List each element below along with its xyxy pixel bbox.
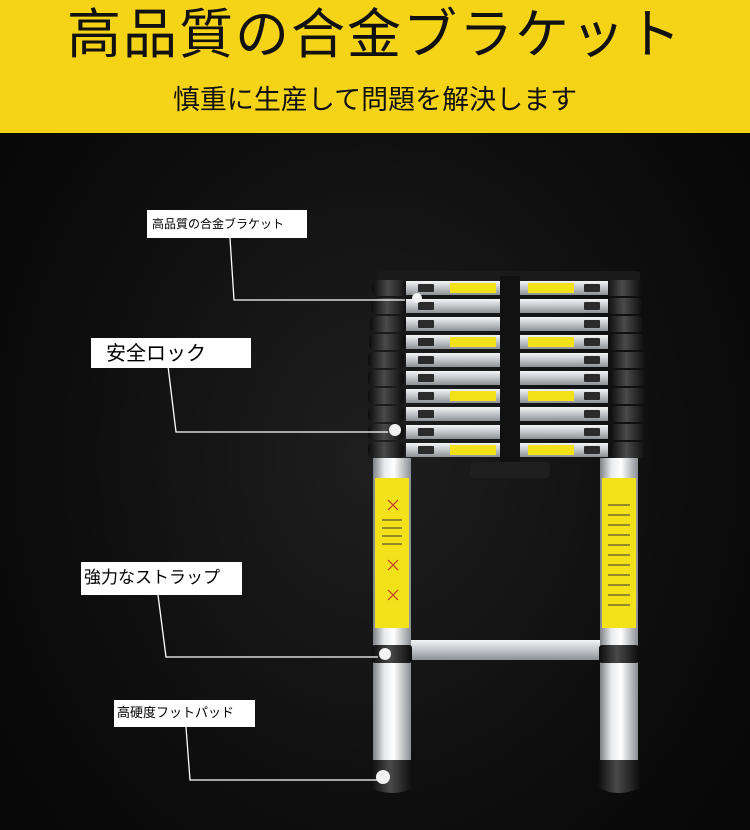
rung-slot [418,284,434,292]
rung-slot [584,320,600,328]
callout-label-lock: 安全ロック [91,338,251,368]
callout-label-bracket: 高品質の合金ブラケット [147,210,307,238]
rung-end-cap-right [610,388,646,404]
rung-end-cap-right [610,424,646,440]
banner-subtitle: 慎重に生産して問題を解決します [172,85,578,116]
rung-end-cap-right [610,442,646,458]
left-warning-label [375,478,409,628]
rung-warning-tag [450,391,496,401]
rung-slot [584,392,600,400]
rung-end-cap-left [370,316,406,332]
rung-end-cap-right [609,334,645,350]
lock-knob [389,424,401,436]
rung-slot [418,356,434,364]
rung-slot [584,428,600,436]
rung-slot [584,356,600,364]
left-foot-pad [371,760,413,793]
rung-slot [418,302,434,310]
rung-warning-tag [450,337,496,347]
rung-slot [418,428,434,436]
rung-end-cap-left [368,442,404,458]
rung-warning-tag [528,337,574,347]
rung-end-cap-right [610,352,646,368]
rung-slot [418,338,434,346]
callout-leader-lines [157,237,405,781]
rung-slot [584,338,600,346]
rung-slot [584,374,600,382]
rung-end-cap-left [368,388,404,404]
bottom-rung [411,640,600,660]
rung-warning-tag [528,445,574,455]
rung-slot [584,446,600,454]
rung-end-cap-left [372,280,408,296]
strap-handle [470,462,550,478]
banner-title: 高品質の合金ブラケット [67,3,683,66]
rung-end-cap-right [610,406,646,422]
safety-strap [500,276,520,472]
header-banner: 高品質の合金ブラケット 慎重に生産して問題を解決します [0,0,750,133]
rung-warning-tag [450,445,496,455]
right-warning-label [602,478,636,628]
rung-end-cap-left [369,334,405,350]
left-lower-joint [372,645,412,663]
rung-warning-tag [450,283,496,293]
rung-warning-tag [528,391,574,401]
rung-end-cap-left [368,406,404,422]
rung-end-cap-right [607,298,643,314]
right-foot-pad [598,760,640,793]
rung-end-cap-left [368,352,404,368]
right-lower-joint [599,645,639,663]
rung-slot [418,410,434,418]
callout-label-footpad: 高硬度フットパッド [114,700,255,727]
rung-end-cap-left [368,370,404,386]
rung-slot [584,410,600,418]
rung-warning-tag [528,283,574,293]
rung-end-cap-right [610,370,646,386]
rung-slot [418,446,434,454]
rung-slot [418,320,434,328]
rung-end-cap-left [371,298,407,314]
rung-end-cap-right [606,280,642,296]
rung-slot [418,392,434,400]
rung-slot [584,284,600,292]
rung-slot [584,302,600,310]
rung-end-cap-right [608,316,644,332]
callout-label-strap: 強力なストラップ [81,562,242,595]
rung-slot [418,374,434,382]
